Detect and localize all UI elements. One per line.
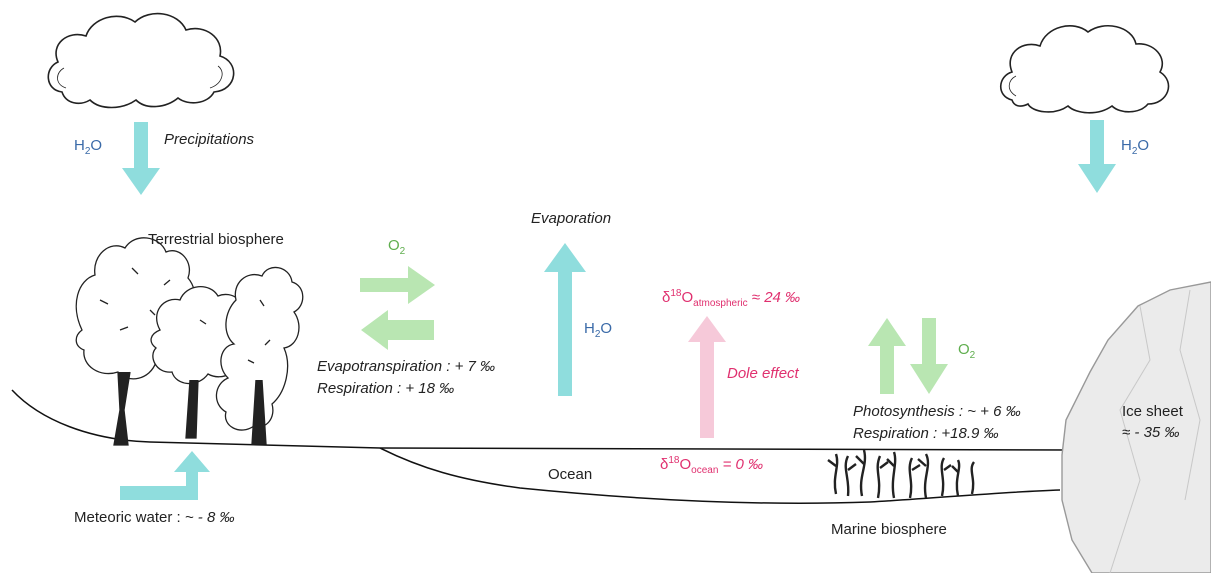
precipitations-label: Precipitations xyxy=(164,131,255,148)
o2-arrow-right xyxy=(360,266,435,304)
cloud-icon xyxy=(999,24,1170,114)
h2o-label-ice-precipitation: H2O xyxy=(1121,137,1150,157)
respiration-marine-label: Respiration : +18.9 ‰ xyxy=(853,425,999,442)
meteoric-water-arrow xyxy=(120,451,210,500)
o2-label-marine: O2 xyxy=(958,341,976,361)
land-surface-line xyxy=(11,389,1073,451)
ice-sheet-icon xyxy=(1061,281,1211,573)
h2o-label-precipitation: H2O xyxy=(74,137,103,157)
ice-sheet-value: ≈ - 35 ‰ xyxy=(1122,424,1180,441)
ocean-label: Ocean xyxy=(548,466,593,483)
cloud-icon xyxy=(47,12,235,109)
seaweed-icon xyxy=(827,449,976,499)
tree-icon xyxy=(75,237,304,446)
o2-arrow-left xyxy=(361,310,434,350)
ice-sheet-label: Ice sheet xyxy=(1122,403,1183,420)
respiration-terrestrial-label: Respiration : + 18 ‰ xyxy=(317,380,455,397)
delta-atmospheric-label: δ18Oatmospheric ≈ 24 ‰ xyxy=(662,288,801,309)
precipitation-arrow-right xyxy=(1078,120,1116,193)
precipitation-arrow-left xyxy=(122,122,160,195)
evaporation-label: Evaporation xyxy=(531,210,612,227)
photosynthesis-label: Photosynthesis : ~ + 6 ‰ xyxy=(853,403,1021,420)
o2-label-terrestrial: O2 xyxy=(388,237,406,257)
delta-ocean-label: δ18Oocean = 0 ‰ xyxy=(660,455,764,476)
evapotranspiration-label: Evapotranspiration : + 7 ‰ xyxy=(317,358,496,375)
marine-biosphere-label: Marine biosphere xyxy=(831,521,947,538)
o2-arrow-up xyxy=(868,318,906,394)
dole-effect-arrow xyxy=(688,316,726,438)
o2-arrow-down xyxy=(910,318,948,394)
evaporation-arrow xyxy=(544,243,586,396)
dole-effect-label: Dole effect xyxy=(727,365,799,382)
terrestrial-biosphere-label: Terrestrial biosphere xyxy=(148,231,284,248)
h2o-label-evaporation: H2O xyxy=(584,320,613,340)
meteoric-water-label: Meteoric water : ~ - 8 ‰ xyxy=(74,509,235,526)
seafloor-line xyxy=(379,447,1061,504)
